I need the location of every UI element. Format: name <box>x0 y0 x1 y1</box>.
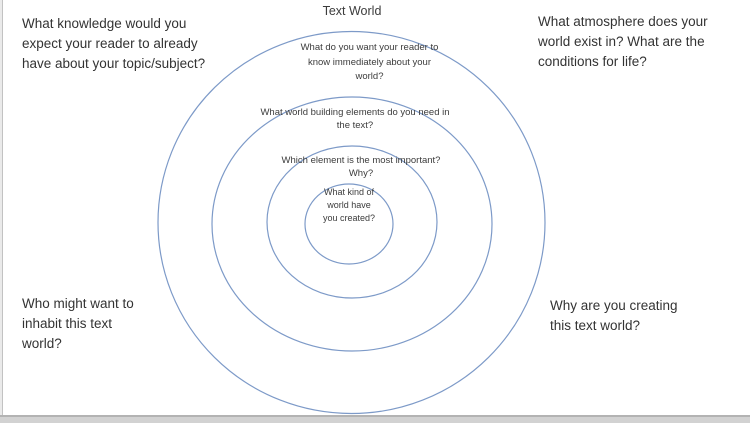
note-top-left: What knowledge would you expect your rea… <box>22 16 206 71</box>
center-circle <box>304 183 394 265</box>
note-bottom-left: Who might want to inhabit this text worl… <box>22 296 134 351</box>
second-circle <box>211 96 493 352</box>
outer-ring-label: What do you want your reader to know imm… <box>300 42 439 82</box>
note-bottom-right: Why are you creating this text world? <box>550 298 678 333</box>
center-circle-label: What kind of world have you created? <box>322 187 376 223</box>
third-ring-label: Which element is the most important? Why… <box>281 155 441 179</box>
second-ring-label: What world building elements do you need… <box>260 107 450 131</box>
diagram-title: Text World <box>322 4 382 18</box>
note-top-right: What atmosphere does your world exist in… <box>538 14 708 69</box>
desktop-area-below-slide <box>0 415 750 423</box>
third-circle <box>266 145 438 299</box>
outer-circle <box>157 30 546 415</box>
slide-left-edge-line <box>0 0 3 416</box>
